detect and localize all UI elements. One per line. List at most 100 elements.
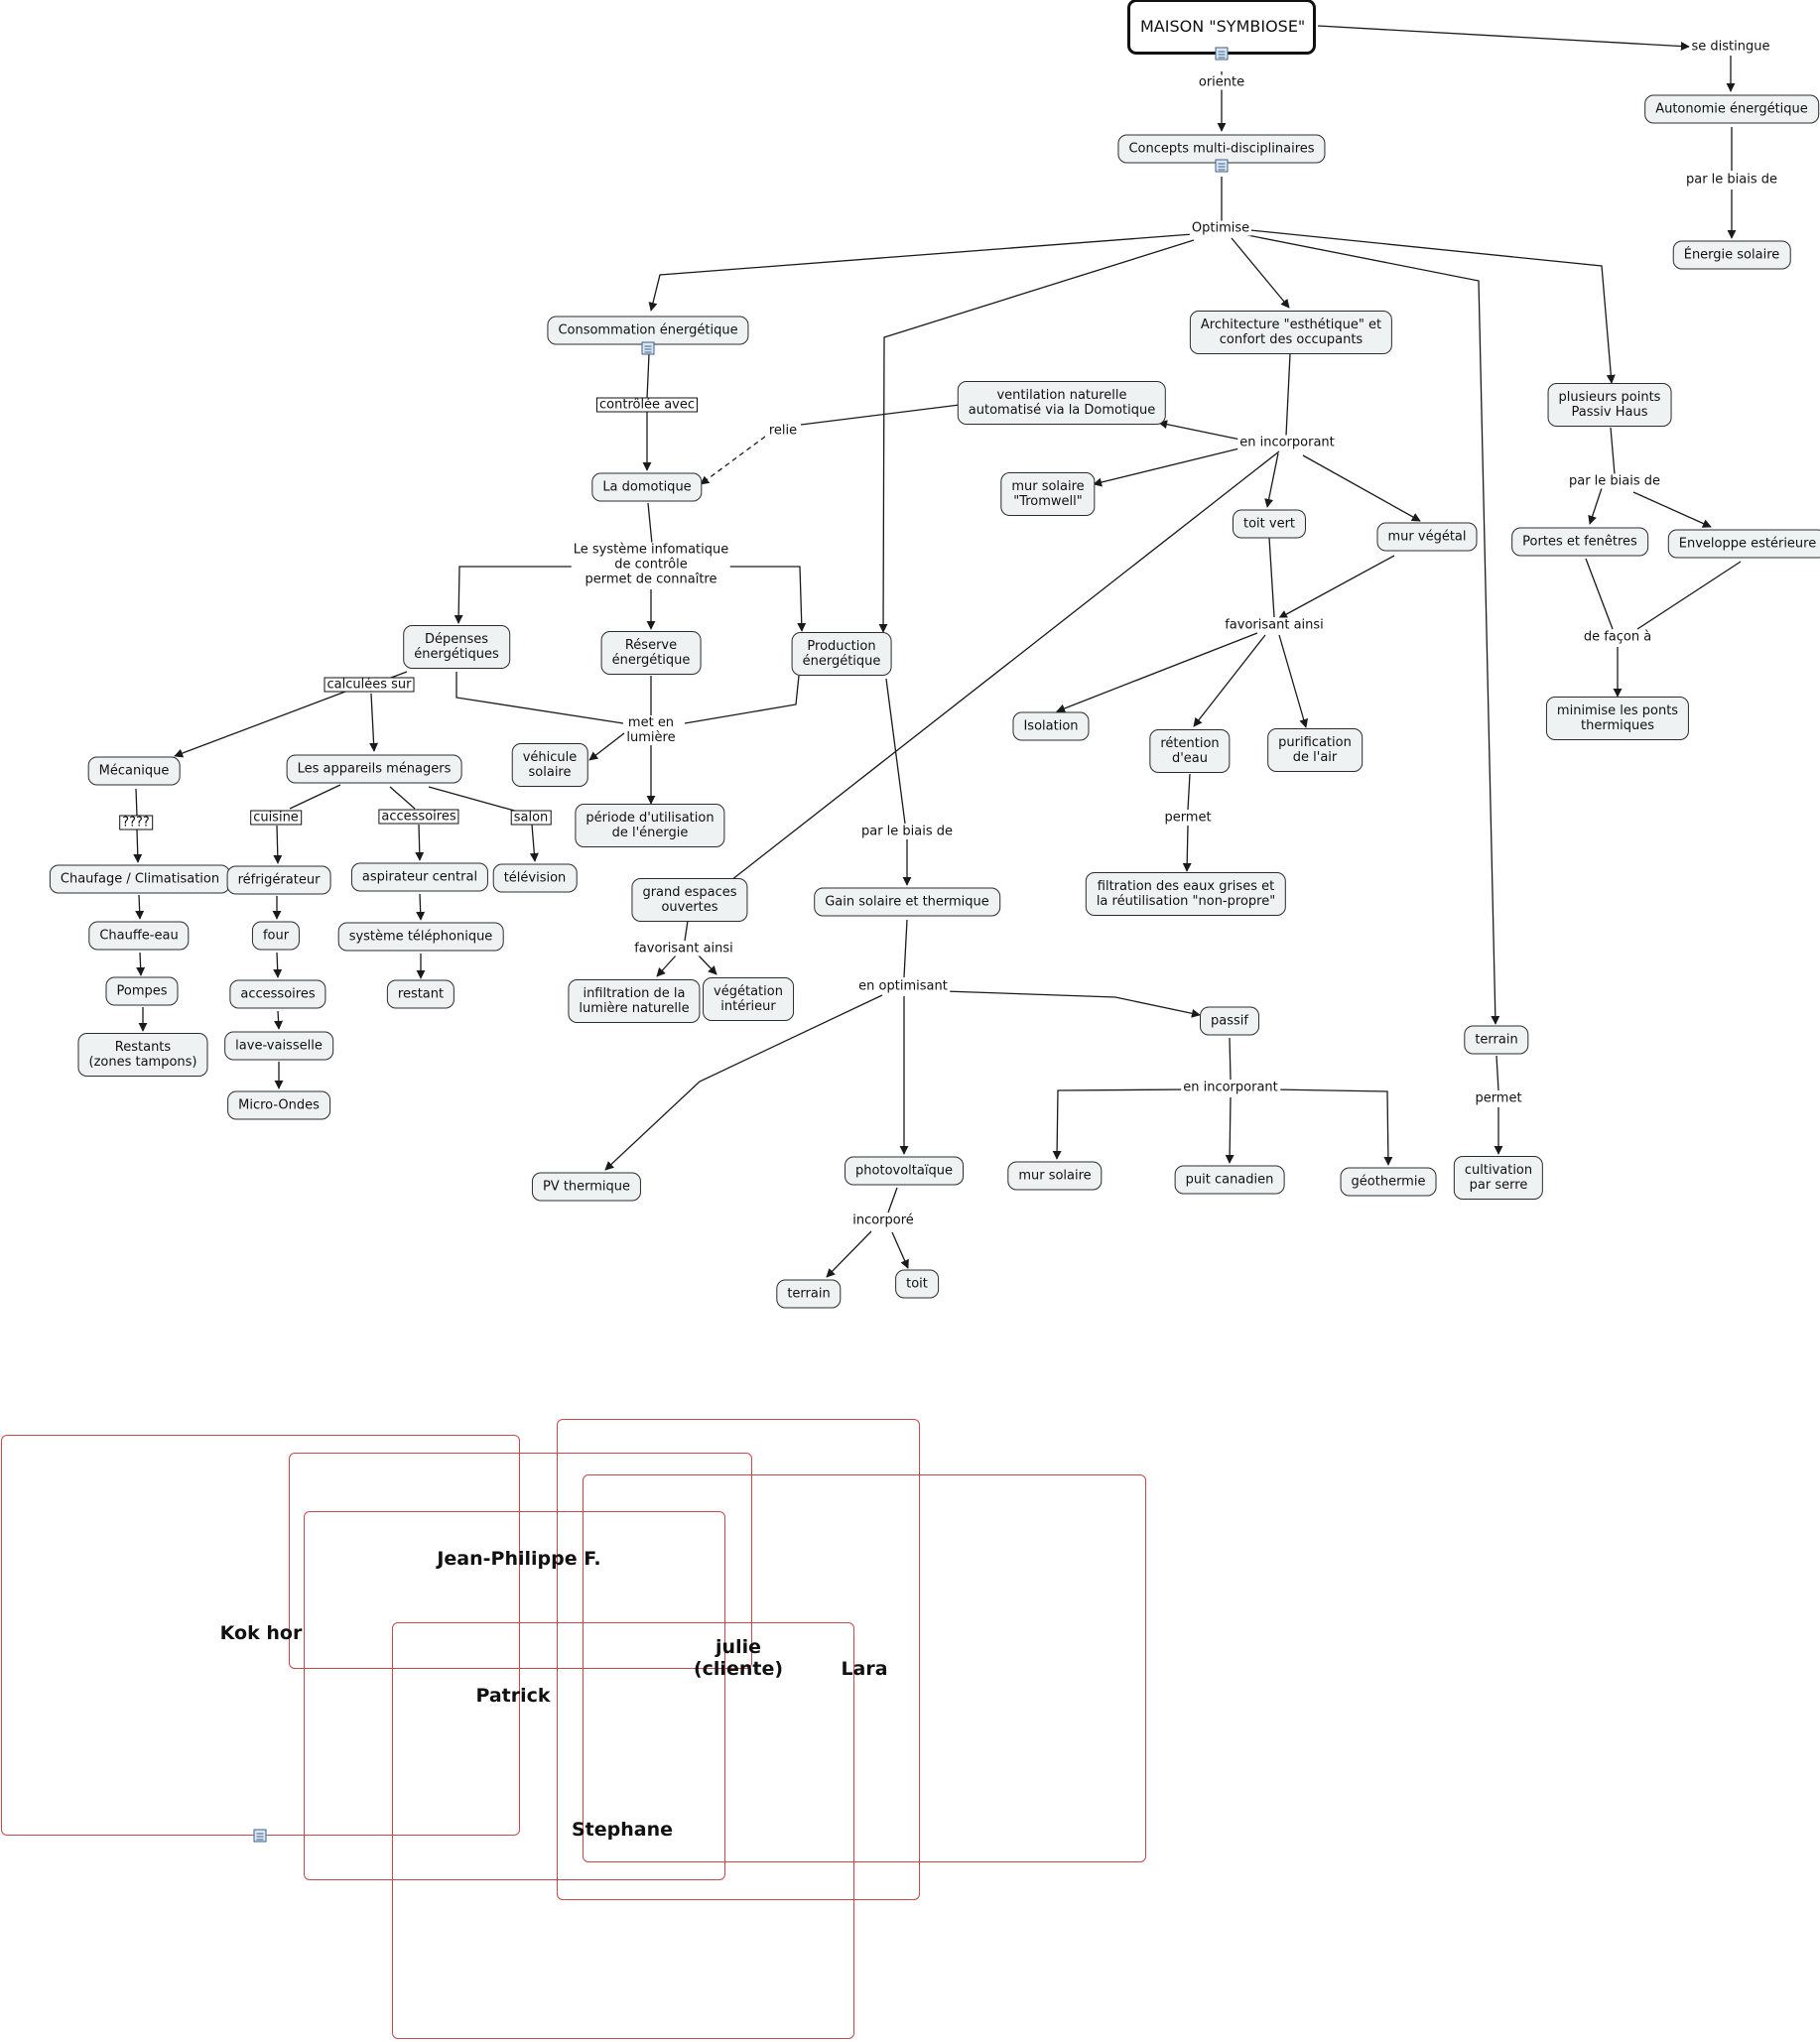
node-filtration-eaux-grises[interactable]: filtration des eaux grises et la réutili… (1085, 872, 1287, 916)
node-production-energetique[interactable]: Production énergétique (791, 632, 892, 676)
node-terrain-pv[interactable]: terrain (776, 1279, 842, 1309)
team-name-julie: julie (cliente) (693, 1636, 784, 1680)
node-mecanique[interactable]: Mécanique (87, 756, 181, 786)
node-reserve-energetique[interactable]: Réserve énergétique (600, 631, 702, 675)
node-terrain-serre[interactable]: terrain (1464, 1025, 1529, 1055)
node-consommation-energetique[interactable]: Consommation énergétique (547, 316, 749, 345)
node-micro-ondes[interactable]: Micro-Ondes (227, 1090, 330, 1120)
connector-line (891, 1231, 909, 1269)
node-purification-air[interactable]: purification de l'air (1267, 728, 1363, 772)
link-calculees-sur[interactable]: calculées sur (324, 677, 415, 693)
node-portes-et-fenetres[interactable]: Portes et fenêtres (1511, 527, 1648, 557)
node-appareils-menagers[interactable]: Les appareils ménagers (286, 754, 462, 784)
connector-line (1231, 237, 1290, 309)
node-infiltration-lumiere[interactable]: infiltration de la lumière naturelle (568, 979, 701, 1023)
link-incorpore[interactable]: incorporé (850, 1212, 916, 1228)
link-controlee-avec[interactable]: contrôlée avec (596, 397, 698, 413)
connector-line (588, 732, 625, 761)
link-en-optimisant[interactable]: en optimisant (856, 978, 950, 994)
node-refrigerateur[interactable]: réfrigérateur (226, 865, 331, 895)
team-name-jean-philippe: Jean-Philippe F. (437, 1548, 601, 1570)
node-puit-canadien[interactable]: puit canadien (1174, 1165, 1285, 1195)
link-met-en-lumiere[interactable]: met en lumière (624, 715, 678, 745)
node-periode-utilisation[interactable]: période d'utilisation de l'énergie (575, 804, 725, 847)
node-toit[interactable]: toit (895, 1269, 939, 1299)
node-concepts-multi-disciplinaires[interactable]: Concepts multi-disciplinaires (1117, 134, 1326, 164)
node-isolation[interactable]: Isolation (1012, 711, 1090, 741)
link-le-systeme-informatique[interactable]: Le système infomatique de contrôle perme… (571, 542, 731, 587)
node-gain-solaire-thermique[interactable]: Gain solaire et thermique (814, 887, 1000, 917)
connector-line (1268, 537, 1275, 618)
node-pompes[interactable]: Pompes (105, 976, 179, 1006)
link-oriente[interactable]: oriente (1196, 74, 1247, 90)
node-accessoires[interactable]: accessoires (229, 979, 326, 1009)
node-chaufage-climatisation[interactable]: Chaufage / Climatisation (49, 864, 231, 894)
node-aspirateur-central[interactable]: aspirateur central (350, 862, 489, 892)
node-enveloppe-esterieure[interactable]: Enveloppe estérieure (1667, 529, 1820, 559)
link-par-le-biais-de-autonomie[interactable]: par le biais de (1683, 172, 1780, 188)
team-name-stephane: Stephane (571, 1819, 674, 1841)
link-favorisant-ainsi-espaces[interactable]: favorisant ainsi (632, 941, 735, 957)
node-systeme-telephonique[interactable]: système téléphonique (337, 922, 504, 952)
connector-line (1264, 452, 1279, 508)
node-vehicule-solaire[interactable]: véhicule solaire (511, 743, 588, 787)
resource-icon[interactable] (1215, 159, 1229, 173)
link-optimise[interactable]: Optimise (1189, 220, 1252, 236)
node-passiv-haus[interactable]: plusieurs points Passiv Haus (1547, 383, 1672, 427)
link-favorisant-ainsi-toit[interactable]: favorisant ainsi (1223, 617, 1326, 633)
node-ventilation-naturelle[interactable]: ventilation naturelle automatisé via la … (957, 381, 1167, 425)
node-passif[interactable]: passif (1200, 1006, 1259, 1036)
node-mur-vegetal[interactable]: mur végétal (1376, 522, 1478, 552)
connector-line (1585, 558, 1614, 630)
node-autonomie-energetique[interactable]: Autonomie énergétique (1644, 94, 1819, 124)
node-restant[interactable]: restant (386, 979, 455, 1009)
node-lave-vaisselle[interactable]: lave-vaisselle (224, 1031, 333, 1061)
node-four[interactable]: four (251, 921, 301, 951)
link-par-le-biais-de-passiv[interactable]: par le biais de (1566, 473, 1663, 489)
node-pv-thermique[interactable]: PV thermique (531, 1172, 642, 1202)
link-cuisine[interactable]: cuisine (250, 810, 302, 826)
node-architecture[interactable]: Architecture "esthétique" et confort des… (1189, 311, 1393, 354)
link-relie[interactable]: relie (766, 423, 800, 439)
link-en-incorporant-archi[interactable]: en incorporant (1237, 435, 1337, 450)
team-box-stephane (392, 1622, 854, 2039)
node-maison-symbiose[interactable]: MAISON "SYMBIOSE" (1127, 0, 1316, 55)
link-salon[interactable]: salon (510, 810, 552, 826)
link-de-facon-a[interactable]: de façon à (1581, 629, 1654, 645)
link-accessoires[interactable]: accessoires (378, 809, 459, 825)
connector-line (697, 954, 717, 975)
link-permet-terrain[interactable]: permet (1473, 1090, 1524, 1106)
node-vegetation-interieur[interactable]: végétation intérieur (703, 977, 794, 1021)
connector-line (1278, 634, 1309, 728)
node-geothermie[interactable]: géothermie (1340, 1167, 1437, 1197)
node-toit-vert[interactable]: toit vert (1232, 509, 1307, 539)
connector-line (1225, 1096, 1235, 1164)
link-permet-retention[interactable]: permet (1162, 810, 1214, 826)
connector-line (684, 675, 800, 724)
node-grand-espaces-ouvertes[interactable]: grand espaces ouvertes (631, 878, 748, 922)
node-chauffe-eau[interactable]: Chauffe-eau (88, 921, 190, 951)
node-cultivation-par-serre[interactable]: cultivation par serre (1453, 1156, 1544, 1200)
node-photovoltaique[interactable]: photovoltaïque (845, 1156, 964, 1186)
link-par-le-biais-de-production[interactable]: par le biais de (858, 824, 956, 839)
connector-line (723, 566, 807, 632)
connector-line (730, 450, 1280, 881)
node-retention-eau[interactable]: rétention d'eau (1149, 729, 1231, 773)
node-la-domotique[interactable]: La domotique (591, 472, 703, 502)
link-en-incorporant-passif[interactable]: en incorporant (1181, 1080, 1280, 1095)
node-mur-solaire-tromwell[interactable]: mur solaire "Tromwell" (1000, 472, 1096, 516)
connector-line (1193, 634, 1266, 727)
link-se-distingue[interactable]: se distingue (1689, 39, 1772, 55)
node-television[interactable]: télévision (492, 863, 578, 893)
link-question-marks[interactable]: ???? (119, 815, 153, 830)
node-restants-zones-tampons[interactable]: Restants (zones tampons) (77, 1033, 208, 1077)
node-depenses-energetiques[interactable]: Dépenses énergétiques (403, 625, 510, 669)
team-box-lara (583, 1474, 1146, 1862)
resource-icon[interactable] (641, 341, 655, 355)
node-mur-solaire[interactable]: mur solaire (1007, 1161, 1103, 1191)
resource-icon[interactable] (1215, 47, 1229, 61)
node-energie-solaire[interactable]: Énergie solaire (1672, 240, 1791, 270)
resource-icon[interactable] (253, 1829, 267, 1843)
connector-line (416, 893, 426, 921)
node-minimise-ponts-thermiques[interactable]: minimise les ponts thermiques (1545, 697, 1690, 740)
